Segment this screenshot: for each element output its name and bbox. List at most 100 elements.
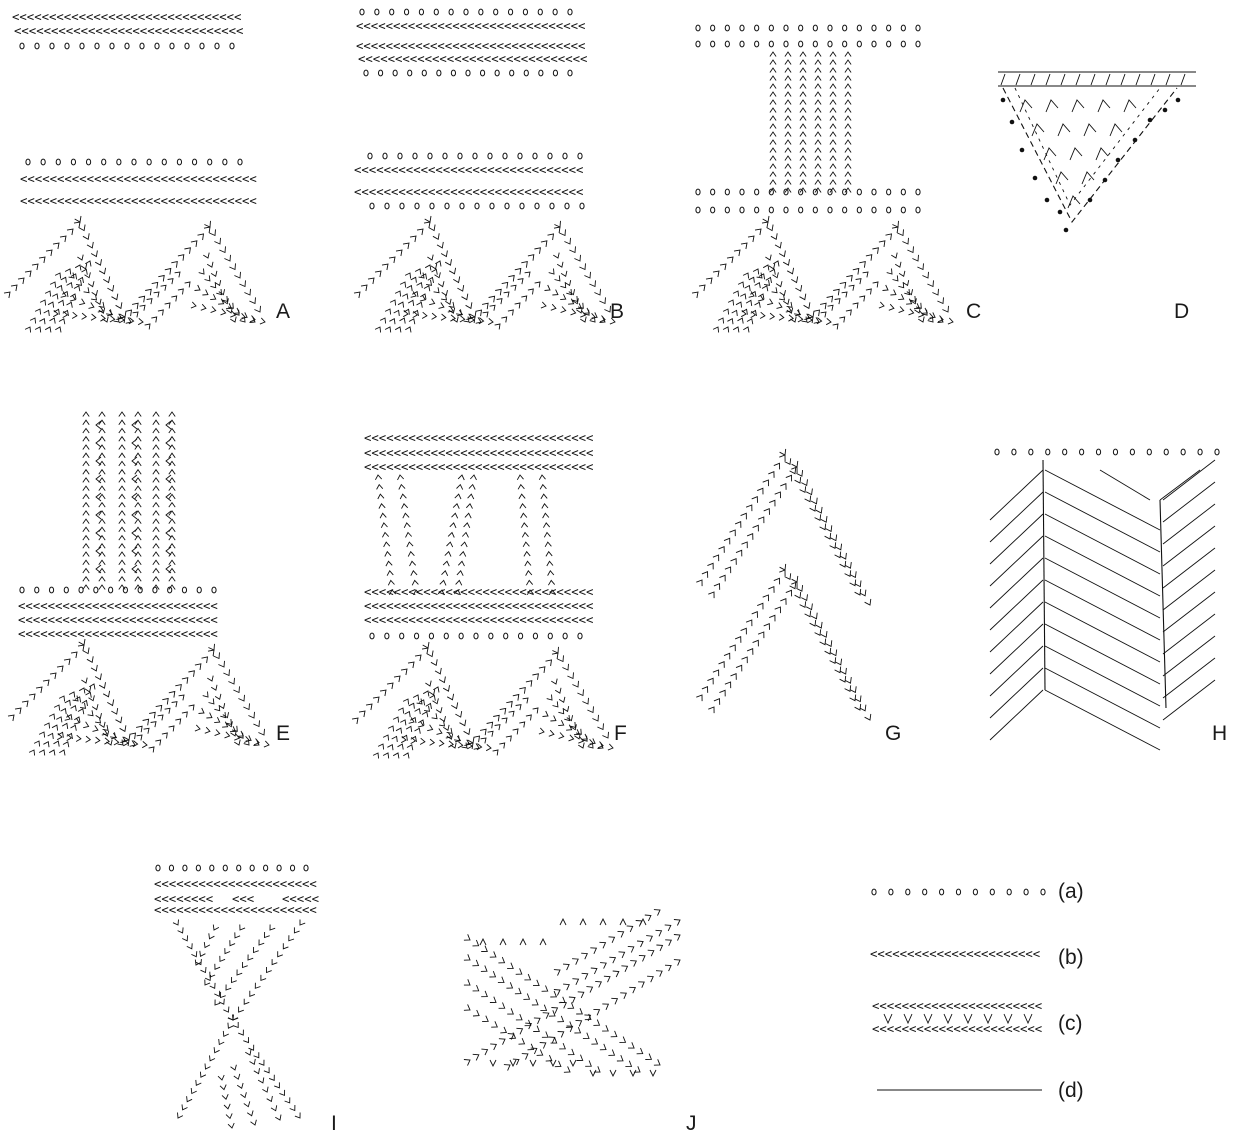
chevron-mark <box>730 645 736 651</box>
chevron-mark <box>254 947 259 953</box>
chevron-mark <box>519 1038 525 1044</box>
chevron-mark <box>62 723 68 729</box>
chevron-mark <box>215 694 221 699</box>
chevron-mark <box>29 694 35 700</box>
chevron-mark <box>815 108 821 113</box>
chevron-mark <box>158 715 163 720</box>
dot-mark <box>568 70 572 76</box>
chevron-mark <box>769 615 775 621</box>
chevron-mark <box>214 238 220 244</box>
chevron-mark <box>547 695 552 701</box>
chevron-chain <box>137 695 184 740</box>
chevron-mark <box>576 1020 582 1026</box>
hatch-mark <box>1076 74 1080 85</box>
chevron-mark <box>540 485 546 490</box>
chevron-mark <box>674 920 680 926</box>
chevron-mark <box>574 255 580 261</box>
chevron-mark <box>830 140 836 145</box>
chevron-mark <box>375 327 381 333</box>
chevron-mark <box>593 1009 599 1015</box>
chevron-mark <box>427 255 433 260</box>
chevron-mark <box>800 52 806 57</box>
dot-mark <box>523 9 527 15</box>
chevron-mark <box>783 259 789 265</box>
chevron-mark <box>830 76 836 81</box>
chevron-mark <box>893 275 898 281</box>
dot-mark <box>370 203 374 209</box>
chevron-mark <box>394 676 400 682</box>
chevron-mark <box>132 303 138 309</box>
chevron-mark <box>184 248 190 254</box>
chevron-mark <box>853 269 859 275</box>
chevron-chain <box>231 1065 257 1125</box>
dot-mark <box>170 43 174 49</box>
dot-row <box>696 41 920 47</box>
chevron-mark <box>99 302 104 307</box>
chevron-mark <box>564 238 570 244</box>
chevron-mark <box>786 590 792 596</box>
chevron-mark <box>378 494 384 499</box>
chevron-mark <box>602 1025 608 1031</box>
chevron-mark <box>830 542 836 548</box>
chevron-mark <box>208 650 214 656</box>
chevron-mark <box>424 286 430 291</box>
chevron-mark <box>169 726 174 731</box>
chevron-mark <box>725 567 731 573</box>
chevron-mark <box>239 280 245 286</box>
chevron-mark <box>220 956 225 962</box>
chevron-mark <box>91 314 96 320</box>
chevron-mark <box>243 1037 248 1043</box>
chevron-mark <box>96 511 101 519</box>
chevron-mark <box>260 318 265 324</box>
dot-mark <box>429 633 433 639</box>
chevron-mark <box>830 172 836 177</box>
dot-mark <box>505 203 509 209</box>
chevron-mark <box>405 327 411 332</box>
chevron-mark <box>166 511 171 519</box>
chevron-mark <box>385 327 391 332</box>
chevron-chain <box>39 692 75 755</box>
dot-mark <box>393 70 397 76</box>
chevron-mark <box>204 221 210 227</box>
dot-mark <box>857 25 861 31</box>
chevron-mark <box>83 453 89 458</box>
chevron-mark <box>815 92 821 97</box>
chevron-mark <box>135 560 141 565</box>
chevron-mark <box>845 52 851 57</box>
chevron-mark <box>394 310 400 316</box>
chevron-mark <box>791 276 797 282</box>
chevron-mark <box>620 993 626 999</box>
chevron-mark <box>285 1097 290 1103</box>
chevron-mark <box>815 52 821 57</box>
dot-mark <box>755 207 759 213</box>
panel-i: <<<<<<<<<<<<<<<<<<<<<<<<<<<<<<<<<<<<<<<<… <box>154 865 319 1128</box>
chevron-mark <box>99 268 105 274</box>
dot-mark <box>1148 118 1153 123</box>
chevron-mark <box>119 536 125 541</box>
chevron-mark <box>533 708 538 713</box>
chevron-mark <box>65 700 71 705</box>
chevron-mark <box>572 681 578 687</box>
chevron-mark <box>67 302 73 307</box>
chevron-mark <box>189 705 194 710</box>
chevron-mark <box>79 688 85 693</box>
chevron-mark <box>132 475 137 483</box>
chevron-mark <box>411 277 417 282</box>
chevron-row: <<<<<<<<<<<<<<<<<<<<<<<<<<< <box>18 599 218 613</box>
chevron-mark <box>504 1065 510 1071</box>
chevron-mark <box>521 523 527 528</box>
chevron-mark <box>656 930 662 936</box>
chevron-mark <box>149 747 154 752</box>
chevron-mark <box>621 966 627 972</box>
chevron-mark <box>92 704 98 709</box>
chevron-mark <box>140 305 145 310</box>
chevron-mark <box>398 708 404 714</box>
chevron-mark <box>132 439 137 447</box>
dot-mark <box>475 203 479 209</box>
chevron-mark <box>770 76 776 81</box>
chevron-mark <box>137 735 142 740</box>
chevron-mark <box>199 269 204 275</box>
chevron-mark <box>758 517 764 523</box>
dot-mark <box>177 159 181 165</box>
dot-mark <box>1064 228 1069 233</box>
